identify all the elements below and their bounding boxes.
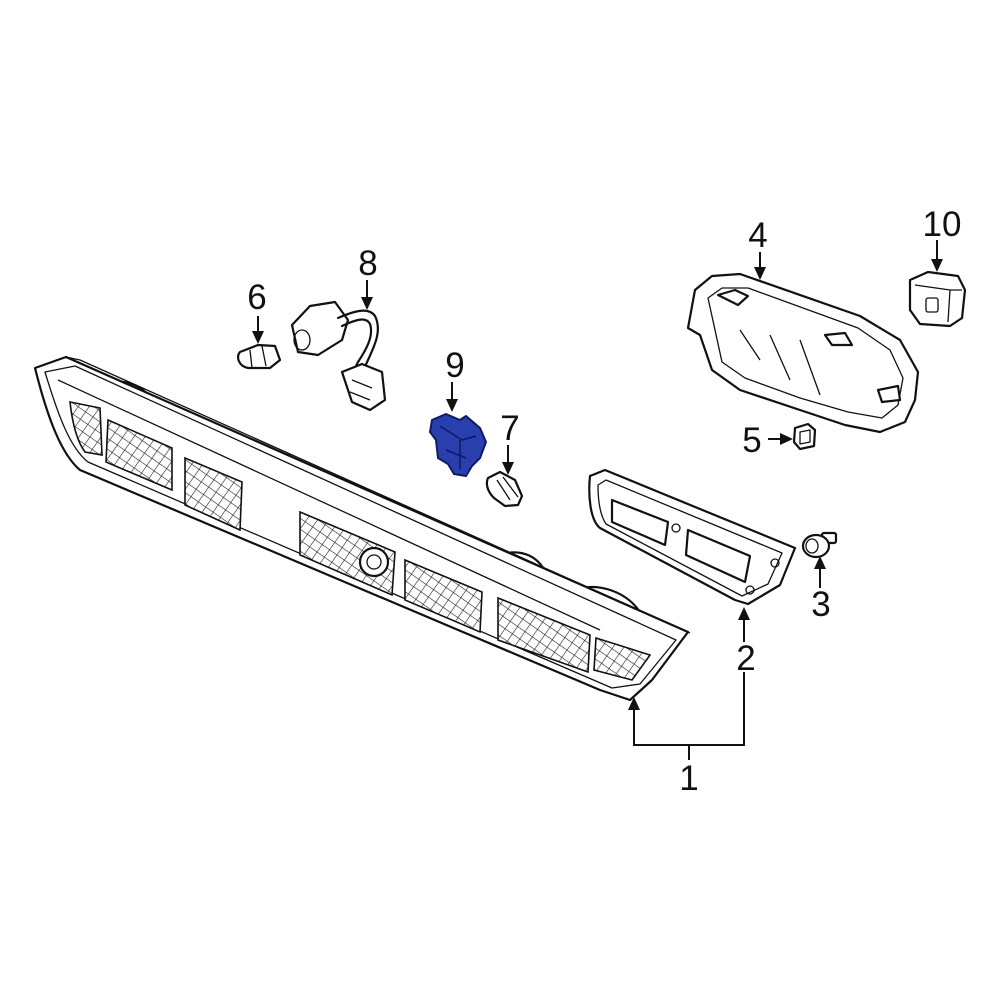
callout-8: 8 xyxy=(358,244,377,283)
lamp-cap-part xyxy=(908,270,967,328)
callout-6: 6 xyxy=(247,278,266,317)
highlighted-socket-part xyxy=(429,413,487,477)
clip-nut-part xyxy=(792,422,817,451)
callout-5: 5 xyxy=(742,421,761,460)
callout-10: 10 xyxy=(923,205,962,244)
rear-garnish-part xyxy=(33,355,691,702)
bulb-part xyxy=(237,343,282,370)
housing-bracket-part xyxy=(686,272,920,434)
callout-1: 1 xyxy=(679,759,698,798)
wiring-harness-part xyxy=(290,300,387,412)
grommet-part xyxy=(801,531,838,559)
callout-7: 7 xyxy=(500,409,519,448)
callout-3: 3 xyxy=(811,585,830,624)
callout-9: 9 xyxy=(445,346,464,385)
callout-labels: 1 2 3 4 5 6 7 8 9 10 xyxy=(247,205,961,798)
callout-4: 4 xyxy=(748,216,767,255)
bulb-part-2 xyxy=(485,470,524,508)
callout-2: 2 xyxy=(736,639,755,678)
license-lamp-housing-part xyxy=(588,468,797,606)
leader-lines xyxy=(252,240,943,760)
